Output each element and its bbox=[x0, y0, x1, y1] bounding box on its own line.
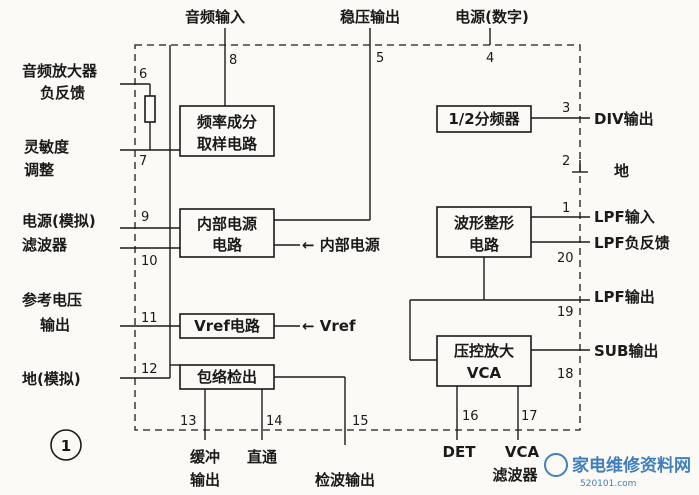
direct-label: 直通 bbox=[247, 448, 277, 466]
pin-2: 2 bbox=[562, 154, 570, 169]
sensitivity-label-2: 调整 bbox=[24, 161, 54, 179]
pin-15: 15 bbox=[352, 414, 369, 429]
det-label: DET bbox=[443, 443, 477, 461]
ground-label: 地 bbox=[614, 162, 629, 180]
watermark: 家电维修资料网 520101.com bbox=[544, 453, 691, 489]
lpf-out-label: LPF输出 bbox=[594, 288, 655, 306]
buffer-out-label-2: 输出 bbox=[190, 471, 220, 489]
pin-19: 19 bbox=[557, 305, 574, 320]
pin-10: 10 bbox=[141, 254, 158, 269]
divider-label: 1/2分频器 bbox=[448, 110, 520, 128]
pin-12: 12 bbox=[141, 362, 158, 377]
pin-18: 18 bbox=[557, 367, 574, 382]
vref-output-label-1: 参考电压 bbox=[22, 291, 82, 309]
reg-out-label: 稳压输出 bbox=[340, 8, 400, 26]
pin-7: 7 bbox=[139, 154, 147, 169]
watermark-url: 520101.com bbox=[580, 479, 636, 489]
internal-power-label: ← 内部电源 bbox=[302, 236, 380, 254]
vca-label-2: VCA bbox=[467, 364, 502, 382]
amp-feedback-label-1: 音频放大器 bbox=[22, 62, 98, 80]
div-out-label: DIV输出 bbox=[594, 110, 654, 128]
lpf-feedback-label: LPF负反馈 bbox=[594, 234, 670, 252]
buffer-out-label-1: 缓冲 bbox=[190, 448, 220, 466]
detect-out-label: 检波输出 bbox=[315, 471, 375, 489]
power-label-1: 内部电源 bbox=[197, 215, 257, 233]
pin-6: 6 bbox=[139, 67, 147, 82]
sub-out-label: SUB输出 bbox=[594, 342, 658, 360]
power-label-2: 电路 bbox=[212, 236, 243, 254]
pin-13: 13 bbox=[180, 414, 197, 429]
vca-filter-label-2: 滤波器 bbox=[492, 466, 538, 484]
pin-8: 8 bbox=[229, 53, 237, 68]
ground-analog-label: 地(模拟) bbox=[22, 370, 81, 388]
pin-1: 1 bbox=[562, 201, 570, 216]
amp-feedback-label-2: 负反馈 bbox=[40, 84, 85, 102]
pin-17: 17 bbox=[521, 409, 538, 424]
watermark-text: 家电维修资料网 bbox=[572, 455, 691, 476]
vca-label-1: 压控放大 bbox=[454, 342, 514, 360]
left-wiring bbox=[120, 28, 371, 445]
pin-11: 11 bbox=[141, 311, 158, 326]
sensitivity-label-1: 灵敏度 bbox=[24, 138, 70, 156]
pin-16: 16 bbox=[462, 409, 479, 424]
watermark-logo-icon bbox=[544, 453, 568, 477]
sampling-label-2: 取样电路 bbox=[197, 135, 258, 153]
power-analog-label-2: 滤波器 bbox=[22, 236, 68, 254]
power-digital-label: 电源(数字) bbox=[455, 8, 529, 26]
vref-label: Vref电路 bbox=[194, 317, 261, 335]
envelope-label: 包络检出 bbox=[197, 368, 257, 386]
power-block bbox=[179, 208, 275, 258]
waveshaper-label-1: 波形整形 bbox=[454, 214, 514, 232]
power-analog-label-1: 电源(模拟) bbox=[22, 212, 96, 230]
sampling-label-1: 频率成分 bbox=[197, 113, 257, 131]
pin-3: 3 bbox=[562, 101, 570, 116]
waveshaper-label-2: 电路 bbox=[469, 236, 500, 254]
chip-outline bbox=[134, 44, 581, 431]
lpf-in-label: LPF输入 bbox=[594, 208, 655, 226]
right-wiring bbox=[409, 28, 590, 440]
vref-side-label: ← Vref bbox=[302, 317, 356, 335]
pin-4: 4 bbox=[486, 51, 494, 66]
sampling-block bbox=[179, 105, 275, 157]
audio-in-label: 音频输入 bbox=[185, 8, 245, 26]
pin-5: 5 bbox=[376, 51, 384, 66]
figure-number-circle bbox=[50, 429, 82, 461]
pin-9: 9 bbox=[141, 210, 149, 225]
vca-filter-label-1: VCA bbox=[505, 443, 540, 461]
divider-block bbox=[436, 105, 532, 133]
vca-block bbox=[436, 335, 532, 387]
pin-14: 14 bbox=[266, 414, 283, 429]
figure-number: 1 bbox=[61, 437, 71, 455]
pin-20: 20 bbox=[557, 251, 574, 266]
vref-output-label-2: 输出 bbox=[40, 316, 70, 334]
